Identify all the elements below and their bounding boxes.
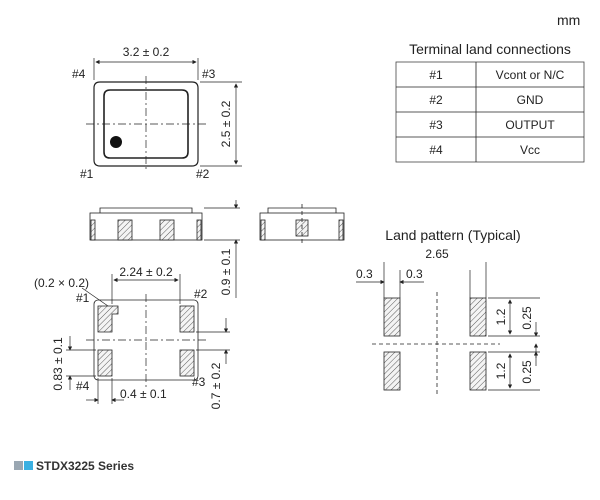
side-short-edge-left xyxy=(260,219,266,241)
table-function-cell: GND xyxy=(517,93,544,107)
land-span-dim: 2.65 xyxy=(425,247,449,261)
pad-width-dim: 0.7 ± 0.2 xyxy=(209,362,223,409)
chamfer-leader xyxy=(81,287,109,307)
bottom-pad-1 xyxy=(97,305,119,333)
table-pin-cell: #4 xyxy=(429,143,443,157)
side-long-edge-left xyxy=(90,219,96,241)
table-title: Terminal land connections xyxy=(409,41,571,57)
series-name: STDX3225 Series xyxy=(36,459,134,473)
chamfer-dim: (0.2 × 0.2) xyxy=(34,276,89,290)
land-pad-h-bottom-dim: 1.2 xyxy=(494,362,508,379)
bottom-pad-2 xyxy=(179,305,195,333)
top-pin3-label: #3 xyxy=(202,67,216,81)
side-height-dim: 0.9 ± 0.1 xyxy=(219,248,233,295)
series-label: STDX3225 Series xyxy=(14,459,134,473)
terminal-table: Terminal land connections #1 Vcont or N/… xyxy=(395,41,585,163)
bottom-pin1-label: #1 xyxy=(76,291,90,305)
side-view-long: 0.9 ± 0.1 xyxy=(89,200,240,298)
side-long-lid xyxy=(99,207,193,213)
land-pad-bottom-left xyxy=(383,351,401,391)
unit-label: mm xyxy=(557,12,580,28)
land-left-width-dim: 0.3 xyxy=(356,267,373,281)
land-pattern: Land pattern (Typical) 2.65 0.3 0.3 1.2 … xyxy=(356,227,540,396)
pad-height-dim: 0.83 ± 0.1 xyxy=(51,337,65,391)
bottom-pad-4 xyxy=(97,349,113,377)
table-function-cell: OUTPUT xyxy=(505,118,555,132)
land-pad-top-left xyxy=(383,297,401,337)
pad-gap-dim: 0.4 ± 0.1 xyxy=(120,387,167,401)
land-pattern-title: Land pattern (Typical) xyxy=(385,227,520,243)
bottom-pad-3 xyxy=(179,349,195,377)
land-right-width-dim: 0.3 xyxy=(406,267,423,281)
side-short-edge-right xyxy=(338,219,344,241)
series-swatch-gray xyxy=(14,461,23,470)
land-gap-bottom-dim: 0.25 xyxy=(520,360,534,384)
table-pin-cell: #2 xyxy=(429,93,443,107)
top-pin2-label: #2 xyxy=(196,167,210,181)
bottom-pin2-label: #2 xyxy=(194,287,208,301)
series-swatch-blue xyxy=(24,461,33,470)
table-function-cell: Vcont or N/C xyxy=(496,68,565,82)
land-pad-top-right xyxy=(469,297,487,337)
land-pad-h-top-dim: 1.2 xyxy=(494,308,508,325)
table-pin-cell: #1 xyxy=(429,68,443,82)
bottom-pin4-label: #4 xyxy=(76,379,90,393)
pin1-marker-dot xyxy=(110,136,122,148)
bottom-pin3-label: #3 xyxy=(192,375,206,389)
land-pad-bottom-right xyxy=(469,351,487,391)
side-view-short xyxy=(259,204,345,246)
top-width-dim: 3.2 ± 0.2 xyxy=(123,45,170,59)
side-long-terminal-left xyxy=(117,219,133,241)
bottom-view: (0.2 × 0.2) 2.24 ± 0.2 0.4 ± 0.1 0.83 ± … xyxy=(34,265,230,409)
side-long-edge-right xyxy=(196,219,202,241)
table-function-cell: Vcc xyxy=(520,143,540,157)
top-pin1-label: #1 xyxy=(80,167,94,181)
side-long-terminal-right xyxy=(159,219,175,241)
pad-span-dim: 2.24 ± 0.2 xyxy=(119,265,173,279)
side-long-body xyxy=(89,212,203,241)
table-pin-cell: #3 xyxy=(429,118,443,132)
top-pin4-label: #4 xyxy=(72,67,86,81)
land-gap-top-dim: 0.25 xyxy=(520,306,534,330)
top-height-dim: 2.5 ± 0.2 xyxy=(219,100,233,147)
top-view: 3.2 ± 0.2 2.5 ± 0.2 #4 #3 #1 #2 xyxy=(72,45,242,181)
